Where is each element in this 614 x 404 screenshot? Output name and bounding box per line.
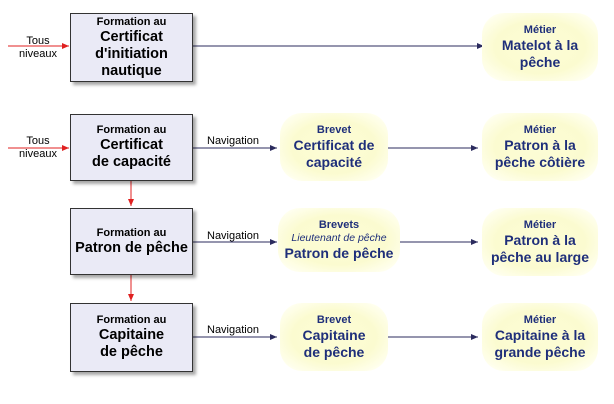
entry-label-row2-line1: Tous [26,135,50,147]
metier-heading: Métier [523,313,557,326]
entry-label-row2: Tous niveaux [14,135,62,161]
formation-box-patron-peche: Formation au Patron de pêche [70,208,193,275]
metier-oval-patron-cotiere: Métier Patron à la pêche côtière [482,113,598,181]
metier-title-line: pêche côtière [494,153,586,170]
metier-title-line: grande pêche [494,343,586,360]
brevet-title-line: de pêche [303,343,365,360]
formation-prefix: Formation au [96,124,167,136]
formation-title-line: d'initiation [95,45,168,62]
formation-title-line: Certificat [100,28,163,45]
metier-title-line: Patron à la [504,136,576,153]
entry-label-row1-line2: niveaux [19,48,57,60]
formation-title-line: de capacité [92,154,171,170]
entry-label-row2-line2: niveaux [19,148,57,160]
metier-title-line: Matelot à la [501,36,579,53]
formation-title-line: Capitaine [98,327,165,343]
brevet-heading: Brevet [316,123,352,136]
brevet-title-line: Capitaine [302,326,366,343]
formation-title-line: nautique [101,62,162,79]
entry-label-row1: Tous niveaux [14,35,62,61]
formation-box-certificat-initiation: Formation au Certificat d'initiation nau… [70,13,193,82]
formation-prefix: Formation au [96,15,167,28]
brevet-oval-capitaine-peche: Brevet Capitaine de pêche [280,303,388,371]
brevet-oval-certificat-capacite: Brevet Certificat de capacité [280,113,388,181]
metier-title-line: pêche au large [490,248,590,265]
brevet-title-line: Certificat de [293,136,375,153]
formation-title-line: Patron de pêche [75,239,188,256]
metier-oval-capitaine-grande: Métier Capitaine à la grande pêche [482,303,598,371]
formation-prefix: Formation au [96,226,167,239]
metier-heading: Métier [523,23,557,36]
metier-title-line: Capitaine à la [494,326,586,343]
formation-box-capitaine-peche: Formation au Capitaine de pêche [70,303,193,372]
metier-heading: Métier [523,218,557,231]
navigation-label-row3: Navigation [207,230,259,242]
brevet-oval-patron-peche: Brevets Lieutenant de pêche Patron de pê… [278,208,400,272]
metier-oval-patron-large: Métier Patron à la pêche au large [482,208,598,276]
brevet-heading: Brevets [318,218,360,231]
brevet-title-line: capacité [305,153,363,170]
brevet-heading: Brevet [316,313,352,326]
brevet-subtitle: Lieutenant de pêche [291,231,387,244]
formation-prefix: Formation au [96,314,167,326]
metier-oval-matelot: Métier Matelot à la pêche [482,13,598,81]
brevet-title-line: Patron de pêche [284,244,394,261]
formation-title-line: Certificat [100,137,163,153]
navigation-label-row4: Navigation [207,324,259,336]
metier-title-line: pêche [519,53,561,70]
formation-title-line: de pêche [100,344,163,360]
metier-title-line: Patron à la [504,231,576,248]
entry-label-row1-line1: Tous [26,35,50,47]
formation-box-certificat-capacite: Formation au Certificat de capacité [70,114,193,181]
metier-heading: Métier [523,123,557,136]
navigation-label-row2: Navigation [207,135,259,147]
